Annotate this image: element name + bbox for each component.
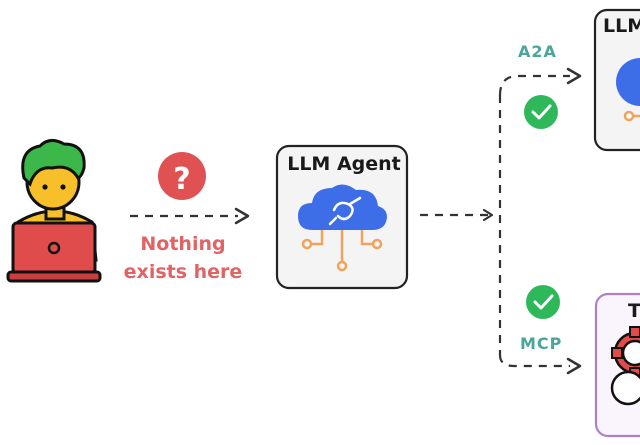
question-mark-icon: ? <box>158 152 206 200</box>
checkmark-icon-mcp <box>526 285 560 319</box>
svg-text:?: ? <box>173 162 190 197</box>
arrow-user-to-agent <box>130 207 250 225</box>
nothing-line-2: exists here <box>123 261 243 283</box>
tool-right-title: T <box>628 300 640 322</box>
checkmark-icon-a2a <box>524 95 558 129</box>
llm-box-right <box>593 8 640 152</box>
llm-agent-title: LLM Agent <box>287 153 401 175</box>
mcp-label: MCP <box>520 334 563 353</box>
llm-right-title: LLM <box>603 15 640 37</box>
arrow-to-llm <box>498 67 582 96</box>
nothing-exists-label: Nothing exists here <box>118 230 248 286</box>
cloud-network-icon <box>298 184 387 272</box>
a2a-label: A2A <box>518 42 557 61</box>
arrow-to-tool <box>498 354 582 375</box>
tool-box-right <box>594 292 640 438</box>
gear-icon <box>611 326 640 379</box>
nothing-line-1: Nothing <box>140 233 226 255</box>
user-with-laptop-icon <box>6 139 102 283</box>
branch-connector <box>420 95 502 355</box>
